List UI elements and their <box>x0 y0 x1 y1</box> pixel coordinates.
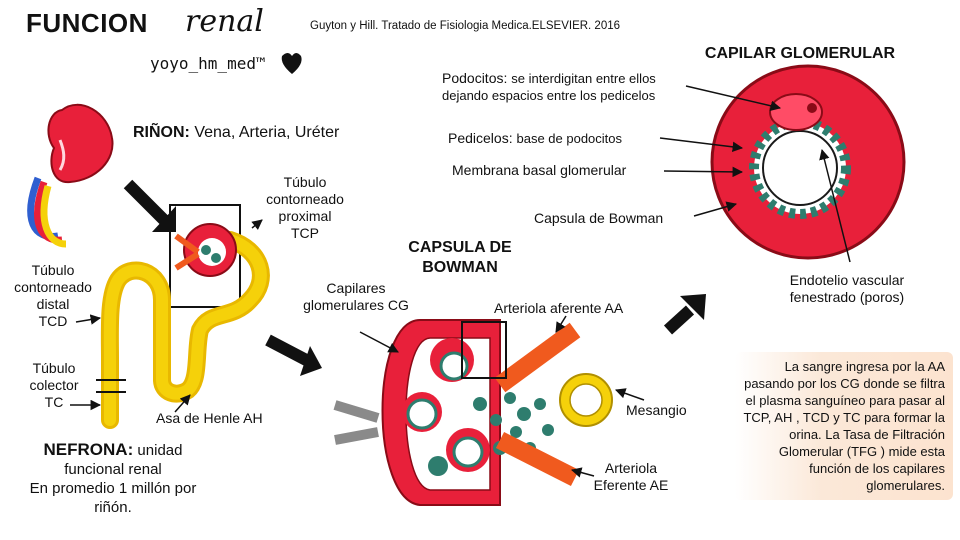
nefrona-definition: NEFRONA: unidad funcional renal En prome… <box>29 440 197 516</box>
label-tc: Túbulo colector TC <box>29 360 79 410</box>
label-podocitos: Podocitos: se interdigitan entre ellos d… <box>442 70 656 103</box>
label-tcp: Túbulo contorneado proximal TCP <box>266 174 344 241</box>
glomerular-capillary <box>710 64 906 260</box>
label-mesangio: Mesangio <box>626 402 687 418</box>
bowman-capsule <box>333 319 581 506</box>
heart-logo-icon <box>281 53 302 74</box>
label-capsula: Capsula de Bowman <box>534 210 664 226</box>
bowman-title: CAPSULA DE BOWMAN <box>408 239 512 276</box>
source-credit: Guyton y Hill. Tratado de Fisiologia Med… <box>310 20 621 32</box>
arrow-to-bowman <box>265 334 313 368</box>
label-membrana: Membrana basal glomerular <box>452 162 627 178</box>
rinon-label-rest: Vena, Arteria, Uréter <box>194 124 340 141</box>
capilar-title: CAPILAR GLOMERULAR <box>704 45 896 62</box>
label-ah: Asa de Henle AH <box>156 410 263 426</box>
small-glomerulus <box>174 223 237 277</box>
author-handle: yoyo_hm_med™ <box>150 54 266 73</box>
page-title-italic: renal <box>185 4 264 39</box>
label-cg: Capilares glomerulares CG <box>303 280 409 313</box>
label-pedicelos: Pedicelos: base de podocitos <box>448 130 623 146</box>
rinon-label: RIÑON: Vena, Arteria, Uréter <box>133 124 339 141</box>
label-tcd: Túbulo contorneado distal TCD <box>14 262 92 329</box>
info-box-background <box>735 352 953 500</box>
page-title: FUNCION <box>26 8 148 38</box>
arrow-to-capillary <box>663 305 695 335</box>
label-ae: Arteriola Eferente AE <box>593 460 669 493</box>
nephron-tubules <box>96 231 270 429</box>
arrow-kidney-to-nephron <box>123 179 171 227</box>
label-aa: Arteriola aferente AA <box>494 300 624 316</box>
label-endotelio: Endotelio vascular fenestrado (poros) <box>789 272 905 305</box>
kidney-illustration <box>27 103 114 248</box>
zoom-box-glomerulus <box>169 204 241 308</box>
info-paragraph: La sangre ingresa por la AA pasando por … <box>743 359 945 493</box>
mesangio-cell <box>559 373 613 427</box>
rinon-label-bold: RIÑON: <box>133 124 190 141</box>
